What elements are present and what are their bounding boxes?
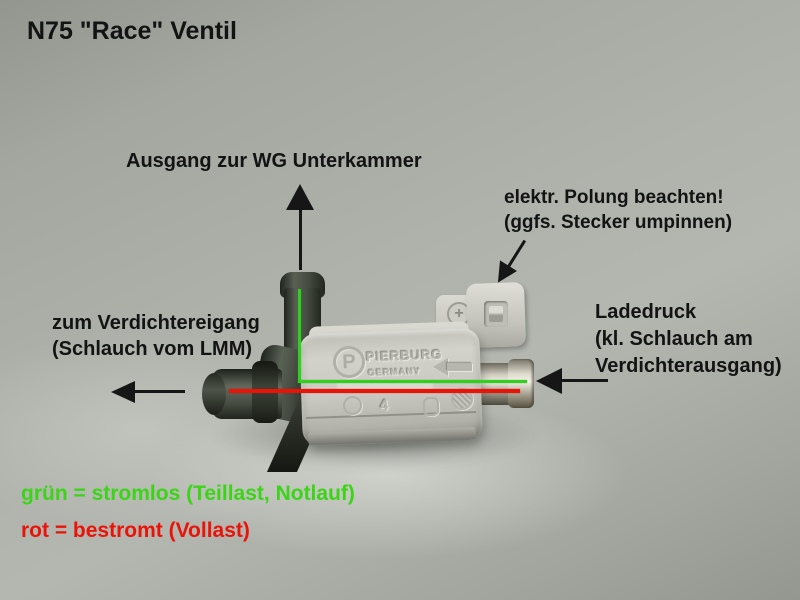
emboss-digit-icon: 4: [379, 396, 390, 415]
label-boost-line3: Verdichterausgang): [595, 355, 782, 377]
country-text: GERMANY: [367, 366, 422, 378]
emboss-oval-mark-icon: [422, 396, 440, 417]
red-flow-line: [229, 389, 520, 393]
green-flow-line-vertical: [298, 289, 301, 383]
brand-text: PIERBURG: [365, 346, 443, 365]
metal-nipple-collar: [508, 359, 534, 408]
left-hose-barb-tip: [202, 373, 226, 415]
legend-red: rot = bestromt (Vollast): [21, 519, 250, 542]
green-flow-line-horizontal: [298, 380, 527, 383]
polarity-arrow-icon: [488, 234, 537, 290]
label-polarity-line2: (ggfs. Stecker umpinnen): [504, 211, 733, 233]
label-polarity: elektr. Polung beachten! (ggfs. Stecker …: [504, 186, 732, 235]
label-boost-line1: Ladedruck: [595, 301, 697, 323]
label-boost-line2: (kl. Schlauch am: [595, 328, 753, 350]
label-polarity-line1: elektr. Polung beachten!: [504, 187, 724, 208]
part-number-marking: [337, 381, 433, 391]
page-title: N75 "Race" Ventil: [27, 17, 237, 45]
label-compressor-inlet-line1: zum Verdichtereigang: [52, 312, 260, 334]
label-compressor-inlet-line2: (Schlauch vom LMM): [52, 338, 253, 360]
label-boost-pressure: Ladedruck (kl. Schlauch am Verdichteraus…: [595, 299, 782, 380]
label-wg-outlet: Ausgang zur WG Unterkammer: [126, 150, 422, 172]
label-compressor-inlet: zum Verdichtereigang (Schlauch vom LMM): [52, 310, 260, 362]
legend-green: grün = stromlos (Teillast, Notlauf): [21, 482, 355, 505]
connector-socket-slot: [489, 306, 503, 322]
